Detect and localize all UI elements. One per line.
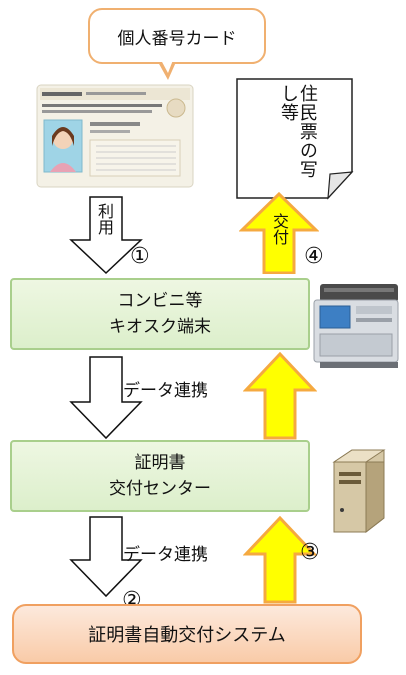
kiosk-machine-icon	[313, 284, 399, 368]
data-link-label-1: データ連携	[123, 381, 208, 401]
kiosk-terminal-box: コンビニ等 キオスク端末	[10, 278, 310, 350]
use-label: 利用	[95, 203, 114, 235]
server-icon	[332, 449, 386, 534]
step-4: ④	[304, 244, 324, 269]
center-line2: 交付センター	[109, 479, 211, 499]
issue-arrow	[239, 192, 319, 274]
document-text: 住民票の写し等	[278, 84, 318, 179]
step-3: ③	[300, 540, 320, 565]
mynumber-card-callout: 個人番号カード	[88, 8, 266, 64]
data-link-up-arrow-2	[243, 516, 317, 604]
document-icon	[236, 78, 354, 200]
callout-text: 個人番号カード	[117, 28, 237, 49]
system-label: 証明書自動交付システム	[88, 625, 286, 646]
auto-issuance-system-box: 証明書自動交付システム	[12, 604, 362, 664]
kiosk-line2: キオスク端末	[109, 317, 211, 337]
issuance-center-box: 証明書 交付センター	[10, 440, 310, 512]
issue-label: 交付	[270, 213, 289, 245]
data-link-down-arrow-1	[69, 356, 143, 440]
kiosk-line1: コンビニ等	[117, 290, 203, 311]
callout-tail-inner	[161, 60, 173, 73]
step-1: ①	[130, 244, 150, 269]
center-line1: 証明書	[134, 452, 186, 473]
data-link-up-arrow-1	[243, 352, 317, 440]
mynumber-card-icon	[36, 84, 194, 188]
use-arrow	[69, 196, 143, 275]
data-link-down-arrow-2	[69, 516, 143, 598]
data-link-label-2: データ連携	[123, 545, 208, 565]
document-label: 住民票の写し等	[252, 84, 342, 194]
